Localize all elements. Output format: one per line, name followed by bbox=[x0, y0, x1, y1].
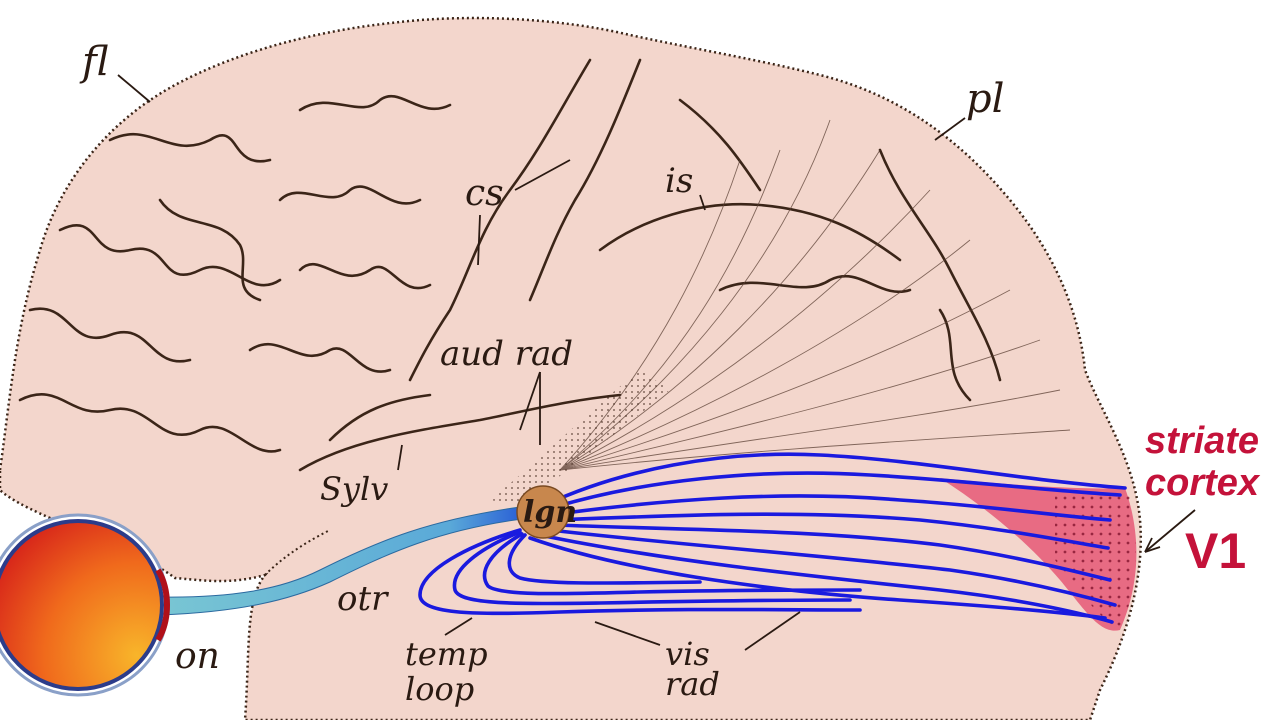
label-fl: fl bbox=[79, 39, 109, 85]
label-pl: pl bbox=[966, 76, 1004, 122]
label-vis: vis bbox=[665, 635, 710, 673]
brain-outline bbox=[0, 16, 1142, 720]
label-temp: temp bbox=[405, 635, 488, 673]
label-lgn: lgn bbox=[523, 495, 577, 530]
label-loop: loop bbox=[405, 670, 474, 708]
striate-cortex-dots bbox=[1055, 490, 1136, 630]
label-aud-rad: aud rad bbox=[440, 334, 573, 374]
label-is: is bbox=[665, 161, 693, 201]
sulci-lines bbox=[18, 58, 1002, 472]
lgn-nucleus bbox=[516, 485, 570, 539]
label-leader-lines bbox=[117, 74, 1196, 651]
label-otr: otr bbox=[337, 579, 389, 619]
label-cs: cs bbox=[465, 173, 504, 214]
auditory-radiation-stipple bbox=[490, 370, 670, 505]
label-cortex: cortex bbox=[1145, 462, 1261, 504]
eye-icon bbox=[0, 513, 170, 697]
label-v1: V1 bbox=[1185, 523, 1246, 579]
label-sylv: Sylv bbox=[320, 470, 388, 508]
label-rad: rad bbox=[665, 665, 720, 703]
label-on: on bbox=[175, 636, 220, 677]
label-striate: striate bbox=[1145, 420, 1259, 462]
optic-radiations bbox=[418, 452, 1127, 624]
temporal-lobe-contour bbox=[264, 529, 331, 576]
